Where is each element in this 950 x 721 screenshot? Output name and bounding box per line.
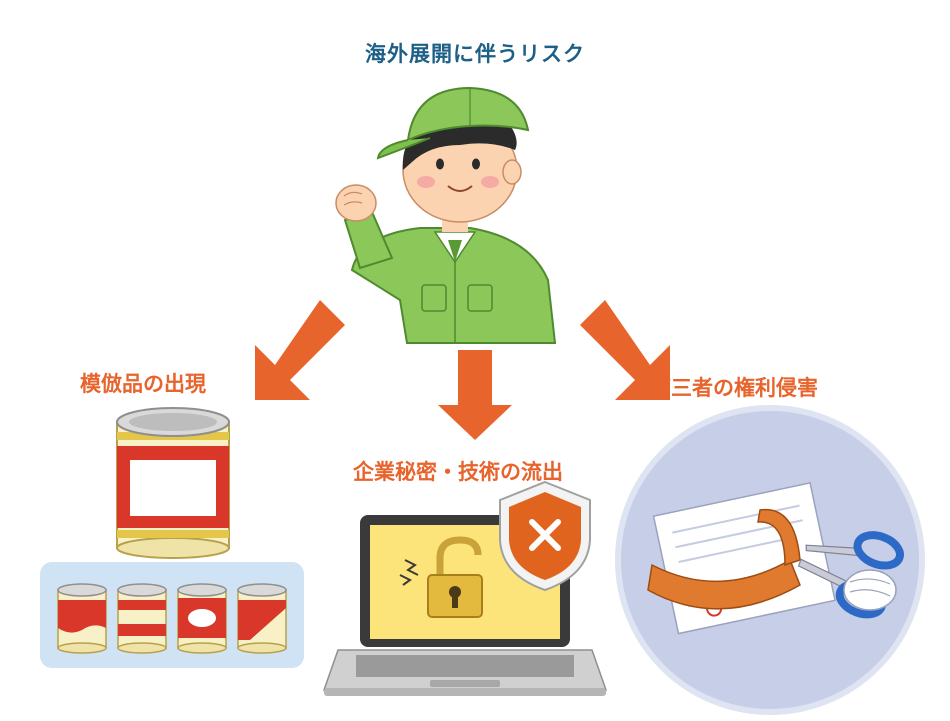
document-scissors-icon [615,405,925,715]
canned-goods-icon [116,407,230,559]
risk-label-trade-secret-leak: 企業秘密・技術の流出 [353,460,563,484]
small-can-icon [237,583,287,654]
small-can-icon [117,583,167,654]
arrow-down-icon [438,350,512,440]
diagram-title: 海外展開に伴うリスク [365,42,585,66]
small-can-icon [57,583,107,654]
arrow-left-icon [255,300,345,400]
arrow-right-icon [580,300,670,400]
shield-x-icon [499,480,591,592]
risk-label-counterfeit: 模倣品の出現 [80,372,206,396]
worker-character-icon [335,86,557,344]
risk-label-third-party-infringement: 第三者の権利侵害 [650,376,818,400]
counterfeit-cans-panel [40,562,304,668]
small-can-icon [177,583,227,654]
